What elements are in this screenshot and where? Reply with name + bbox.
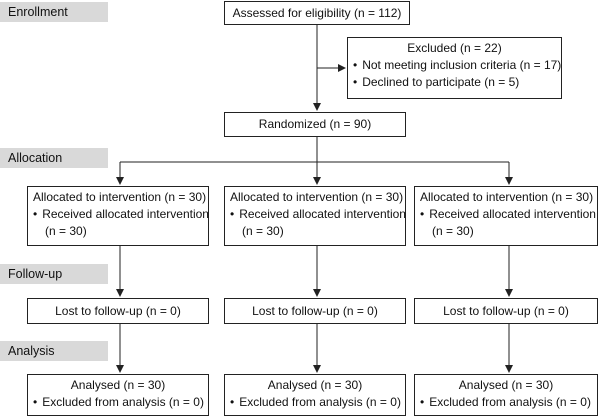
excluded-reason: Not meeting inclusion criteria (n = 17) (353, 57, 561, 74)
allocated-text: Allocated to intervention (n = 30) (230, 190, 404, 204)
excluded-analysis-text: Excluded from analysis (n = 0) (33, 394, 204, 411)
received-text: Received allocated intervention (33, 206, 209, 223)
excluded-title: Excluded (n = 22) (407, 41, 502, 55)
arm-1-followup-box: Lost to follow-up (n = 0) (27, 298, 209, 324)
arm-2-followup-box: Lost to follow-up (n = 0) (224, 298, 406, 324)
arm-1-analysis-box: Analysed (n = 30) Excluded from analysis… (27, 374, 209, 416)
lost-text: Lost to follow-up (n = 0) (252, 304, 378, 318)
excluded-analysis-text: Excluded from analysis (n = 0) (230, 394, 401, 411)
lost-text: Lost to follow-up (n = 0) (443, 304, 569, 318)
phase-label-analysis: Analysis (0, 341, 108, 361)
randomized-box: Randomized (n = 90) (224, 112, 406, 137)
assessed-text: Assessed for eligibility (n = 112) (232, 6, 402, 20)
phase-label-enrollment: Enrollment (0, 2, 108, 22)
received-text: Received allocated intervention (230, 206, 406, 223)
arm-1-allocation-box: Allocated to intervention (n = 30) Recei… (27, 186, 209, 246)
allocated-text: Allocated to intervention (n = 30) (420, 190, 594, 204)
arm-3-analysis-box: Analysed (n = 30) Excluded from analysis… (414, 374, 598, 416)
phase-label-allocation: Allocation (0, 148, 108, 168)
assessed-box: Assessed for eligibility (n = 112) (224, 1, 410, 25)
arm-3-allocation-box: Allocated to intervention (n = 30) Recei… (414, 186, 598, 246)
received-count: (n = 30) (432, 224, 474, 238)
analysed-text: Analysed (n = 30) (458, 378, 554, 392)
received-text: Received allocated intervention (420, 206, 596, 223)
excluded-analysis-text: Excluded from analysis (n = 0) (420, 394, 592, 411)
arm-2-allocation-box: Allocated to intervention (n = 30) Recei… (224, 186, 406, 246)
phase-label-followup: Follow-up (0, 264, 108, 284)
analysed-text: Analysed (n = 30) (70, 378, 166, 392)
excluded-box: Excluded (n = 22) Not meeting inclusion … (347, 37, 562, 99)
randomized-text: Randomized (n = 90) (258, 117, 372, 131)
excluded-reason: Declined to participate (n = 5) (353, 74, 556, 91)
received-count: (n = 30) (45, 224, 87, 238)
arm-3-followup-box: Lost to follow-up (n = 0) (414, 298, 598, 324)
received-count: (n = 30) (242, 224, 284, 238)
arm-2-analysis-box: Analysed (n = 30) Excluded from analysis… (224, 374, 406, 416)
lost-text: Lost to follow-up (n = 0) (55, 304, 181, 318)
allocated-text: Allocated to intervention (n = 30) (33, 190, 207, 204)
analysed-text: Analysed (n = 30) (267, 378, 363, 392)
